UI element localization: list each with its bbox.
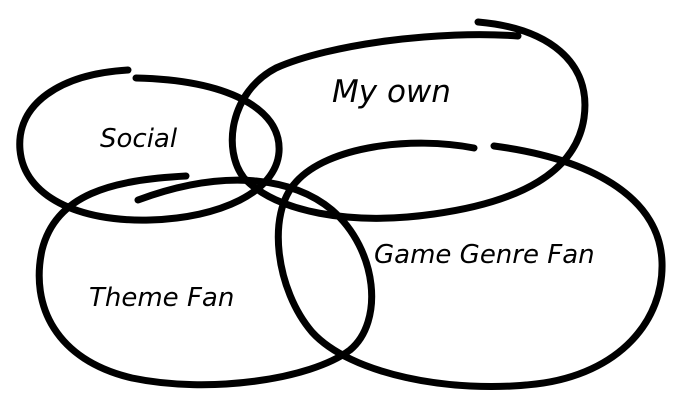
game-genre-fan-loop: [274, 139, 666, 391]
my-own-label: My own: [332, 74, 451, 110]
my-own-loop: [228, 18, 589, 222]
game-genre-fan-label: Game Genre Fan: [374, 240, 595, 270]
social-label: Social: [100, 124, 178, 154]
theme-fan-loop: [35, 172, 376, 389]
social-loop: [16, 66, 283, 224]
theme-fan-label: Theme Fan: [89, 283, 235, 313]
